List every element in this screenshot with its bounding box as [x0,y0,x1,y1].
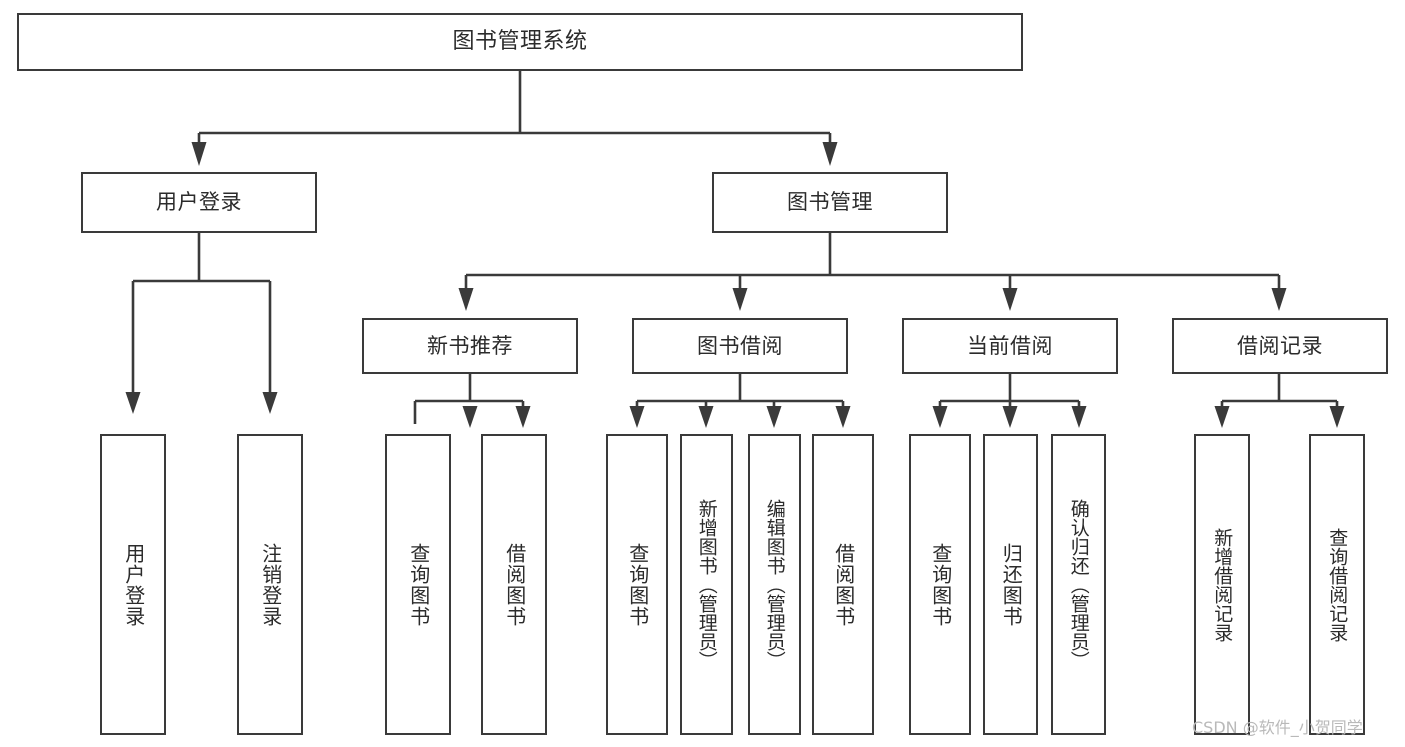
node-label: 查询图书 [928,542,953,627]
node-label: 图书管理系统 [452,29,588,55]
node-current-borrow[interactable]: 当前借阅 [902,318,1118,374]
node-label: 用户登录 [156,190,242,215]
node-label: 图书管理 [787,190,873,215]
node-label: 查询图书 [625,542,650,627]
node-leaf-query-book-recommend[interactable]: 查询图书 [385,434,451,735]
node-root-system[interactable]: 图书管理系统 [17,13,1023,71]
node-label: 确认归还（管理员） [1067,499,1090,670]
node-label: 借阅图书 [831,542,856,627]
node-label: 新增图书（管理员） [695,499,718,670]
node-leaf-query-book-borrow[interactable]: 查询图书 [606,434,668,735]
node-leaf-user-login[interactable]: 用户登录 [100,434,166,735]
node-book-borrow[interactable]: 图书借阅 [632,318,848,374]
node-leaf-return-book[interactable]: 归还图书 [983,434,1038,735]
node-label: 查询借阅记录 [1326,527,1349,642]
node-label: 借阅图书 [502,542,527,627]
node-label: 用户登录 [121,542,146,627]
node-leaf-add-book-admin[interactable]: 新增图书（管理员） [680,434,733,735]
csdn-watermark: CSDN @软件_小贺同学 [1192,718,1363,737]
node-new-book-recommend[interactable]: 新书推荐 [362,318,578,374]
node-label: 借阅记录 [1237,333,1323,358]
node-borrow-record[interactable]: 借阅记录 [1172,318,1388,374]
node-leaf-query-book-current[interactable]: 查询图书 [909,434,971,735]
node-leaf-query-borrow-record[interactable]: 查询借阅记录 [1309,434,1365,735]
node-book-management[interactable]: 图书管理 [712,172,948,233]
node-leaf-add-borrow-record[interactable]: 新增借阅记录 [1194,434,1250,735]
node-label: 编辑图书（管理员） [763,499,786,670]
node-label: 新书推荐 [427,333,513,358]
node-user-login[interactable]: 用户登录 [81,172,317,233]
node-label: 查询图书 [406,542,431,627]
node-label: 注销登录 [258,542,283,627]
node-leaf-logout[interactable]: 注销登录 [237,434,303,735]
node-leaf-edit-book-admin[interactable]: 编辑图书（管理员） [748,434,801,735]
node-leaf-borrow-book-recommend[interactable]: 借阅图书 [481,434,547,735]
node-label: 当前借阅 [967,333,1053,358]
node-label: 图书借阅 [697,333,783,358]
node-leaf-confirm-return-admin[interactable]: 确认归还（管理员） [1051,434,1106,735]
node-label: 新增借阅记录 [1211,527,1234,642]
node-label: 归还图书 [999,542,1024,627]
node-leaf-borrow-book[interactable]: 借阅图书 [812,434,874,735]
